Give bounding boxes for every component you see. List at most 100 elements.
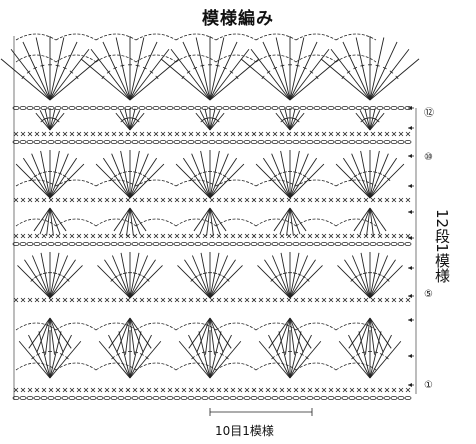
foundation-chain — [383, 395, 391, 400]
chain-row — [243, 241, 251, 246]
sc-row — [13, 387, 19, 393]
top-fan — [160, 58, 211, 101]
fan-stitches — [119, 110, 131, 131]
sc-row — [118, 233, 124, 239]
fan-down — [49, 317, 72, 349]
shell-stitches — [37, 172, 42, 175]
chain-row — [187, 241, 195, 246]
chain-row — [320, 106, 328, 111]
shell-stitches — [377, 273, 382, 276]
sc-row — [349, 233, 355, 239]
chain-row — [320, 139, 328, 144]
sc-row — [244, 387, 250, 393]
shell-stitches — [289, 153, 309, 199]
shell-stitches — [132, 272, 137, 274]
sc-row — [398, 297, 404, 303]
chain-row — [285, 139, 293, 144]
fan-stitches — [44, 108, 51, 131]
chain-row — [243, 106, 251, 111]
shell-stitches — [137, 273, 142, 276]
top-fan — [346, 70, 351, 74]
top-fan — [275, 37, 291, 101]
fan-stitches — [355, 112, 371, 131]
fan-down — [366, 207, 371, 236]
fan-stitches — [351, 356, 355, 360]
foundation-chain — [68, 395, 76, 400]
sc-row — [20, 297, 26, 303]
chain-arches — [95, 33, 137, 41]
sc-row — [300, 131, 306, 137]
top-fan — [106, 70, 111, 74]
chain-row — [180, 106, 188, 111]
sc-row — [160, 233, 166, 239]
shell-stitches — [337, 265, 371, 299]
foundation-chain — [173, 395, 181, 400]
shell-stitches — [280, 252, 291, 299]
sc-row — [384, 297, 390, 303]
chain-row — [208, 106, 216, 111]
chain-row — [236, 241, 244, 246]
sc-row — [195, 131, 201, 137]
fan-stitches — [38, 331, 51, 379]
sc-row — [230, 387, 236, 393]
shell-stitches — [292, 272, 297, 274]
sc-row — [55, 131, 61, 137]
chain-row — [26, 241, 34, 246]
fan-stitches — [49, 108, 56, 131]
shell-stitches — [200, 252, 211, 299]
fan-stitches — [219, 353, 224, 356]
fan-down — [369, 207, 374, 236]
shell-stitches — [297, 273, 302, 276]
foundation-chain — [306, 395, 314, 400]
fan-stitches — [385, 356, 389, 360]
chain-row — [166, 106, 174, 111]
chain-row — [383, 106, 391, 111]
shell-stitches — [273, 174, 278, 178]
shell-stitches — [360, 150, 371, 199]
top-fan — [22, 41, 51, 101]
chain-row — [194, 241, 202, 246]
top-fan — [320, 58, 371, 101]
shell-stitches — [30, 278, 34, 282]
fan-stitches — [31, 356, 35, 360]
sc-row — [153, 197, 159, 203]
top-fan — [69, 70, 74, 74]
top-fan — [330, 48, 371, 101]
chain-row — [229, 139, 237, 144]
shell-stitches — [209, 265, 243, 299]
chain-row — [341, 139, 349, 144]
sc-row — [146, 297, 152, 303]
chain-row — [145, 139, 153, 144]
fan-down — [268, 317, 291, 349]
sc-row — [405, 197, 411, 203]
fan-stitches — [209, 331, 222, 379]
sc-row — [111, 233, 117, 239]
chain-arches — [295, 54, 337, 63]
shell-stitches — [212, 272, 217, 274]
chain-row — [243, 139, 251, 144]
sc-row — [356, 297, 362, 303]
fan-stitches — [191, 356, 195, 360]
chain-row — [131, 241, 139, 246]
sc-row — [181, 197, 187, 203]
sc-row — [314, 387, 320, 393]
chain-row — [145, 241, 153, 246]
sc-row — [335, 131, 341, 137]
foundation-chain — [187, 395, 195, 400]
fan-down — [286, 207, 291, 236]
chain-arches — [135, 179, 177, 187]
chain-row — [320, 241, 328, 246]
chain-row — [341, 106, 349, 111]
sc-row — [188, 297, 194, 303]
sc-row — [181, 233, 187, 239]
top-fan — [129, 37, 145, 101]
top-fan — [389, 70, 394, 74]
chain-row — [131, 139, 139, 144]
sc-row — [188, 131, 194, 137]
sc-row — [405, 297, 411, 303]
sc-row — [356, 387, 362, 393]
foundation-chain — [145, 395, 153, 400]
sc-row — [328, 387, 334, 393]
shell-stitches — [360, 252, 371, 299]
fan-down — [49, 317, 55, 355]
